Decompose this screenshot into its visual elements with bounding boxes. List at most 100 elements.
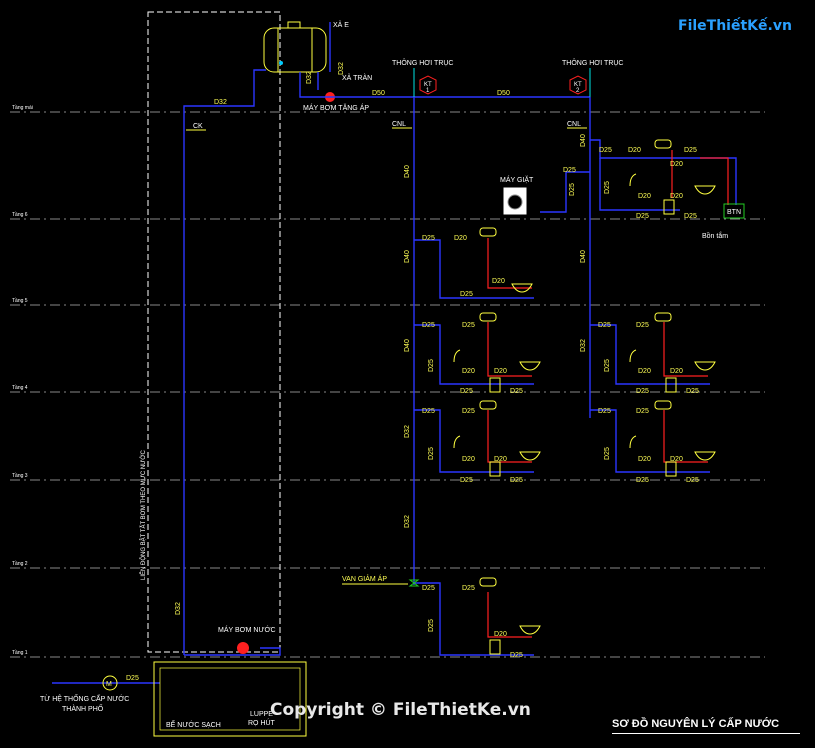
pipe-size: D20 [638,193,651,200]
pipe-size: D25 [462,585,475,592]
roof-tank [263,21,327,73]
bathtub-label: Bồn tắm [702,231,728,240]
shower-icon [629,435,637,449]
pipe-size: D20 [670,161,683,168]
toilet-icon [665,461,677,477]
pipe-size: D25 [460,477,473,484]
luppe-label: LUPPE [250,711,273,718]
pipe-size: D25 [598,322,611,329]
shower-icon [453,435,461,449]
pipe-size: D20 [494,631,507,638]
sink-icon [694,451,716,461]
cnl-label-2: CNL [567,121,581,128]
clean-water-tank-label: BỂ NƯỚC SẠCH [166,720,221,729]
pipe-size: D20 [670,456,683,463]
hot-water-pipes [487,150,729,638]
sink-icon [511,283,533,293]
city-supply-label: TỪ HỆ THỐNG CẤP NƯỚC [40,693,129,703]
pipe-size: D25 [599,147,612,154]
pipe-size: D25 [422,235,435,242]
vertical-note: LIÊN ĐỘNG BẬT TẮT BƠM THEO MỰC NƯỚC [139,450,147,580]
diagram-title: SƠ ĐỒ NGUYÊN LÝ CẤP NƯỚC [612,718,780,730]
pipe-size: D32 [214,99,227,106]
pipe-size: D25 [686,477,699,484]
kt2-marker [569,75,587,95]
strainer-label: RỌ HÚT [248,718,276,727]
pipe-size: D20 [638,368,651,375]
pipe-size: D25 [604,181,611,194]
sink-icon [694,361,716,371]
cnl-label-1: CNL [392,121,406,128]
city-label: THÀNH PHỐ [62,703,104,713]
pipe-size: D25 [510,388,523,395]
prv-valve-icon [408,579,420,587]
pipe-size: D25 [428,359,435,372]
level-label: Tầng 1 [12,650,28,656]
pipe-size: D25 [428,447,435,460]
pipe-size: D20 [670,193,683,200]
pipe-size: D32 [306,71,313,84]
pipe-size: D25 [428,619,435,632]
meter-label: M [106,681,112,688]
pipe-size: D25 [422,585,435,592]
prv-label: VAN GIẢM ÁP [342,574,387,583]
pipe-size: D25 [684,147,697,154]
pipe-size: D25 [636,213,649,220]
level-labels: Tầng mái Tầng 6 Tầng 5 Tầng 4 Tầng 3 Tần… [12,105,33,656]
toilet-icon [665,377,677,393]
level-label: Tầng 4 [12,385,28,391]
pipe-size: D32 [404,425,411,438]
level-label: Tầng 3 [12,473,28,479]
level-label: Tầng 6 [12,212,28,218]
water-heater-icon [479,577,497,587]
kt1-label: KT [424,82,432,88]
level-label: Tầng mái [12,105,33,111]
water-heater-icon [654,312,672,322]
toilet-icon [489,461,501,477]
pipe-size: D25 [563,167,576,174]
fixtures [453,139,716,655]
pipe-size: D20 [638,456,651,463]
supply-pipes [52,22,737,684]
pipe-size: D50 [497,90,510,97]
sink-icon [519,361,541,371]
pipe-size: D40 [404,339,411,352]
shower-icon [629,173,637,187]
pipe-size: D25 [604,447,611,460]
washing-machine-label: MÁY GIẶT [500,175,534,184]
pipe-size: D40 [580,134,587,147]
watermark-copyright: Copyright © FileThietKe.vn [270,700,531,720]
pipe-size: D20 [492,278,505,285]
sink-icon [519,451,541,461]
ck-label: CK [193,123,203,130]
pipe-size: D20 [494,456,507,463]
pipe-size: D25 [636,322,649,329]
shower-icon [629,349,637,363]
btn-box [723,203,745,219]
toilet-icon [663,199,675,215]
pipe-size: D40 [404,250,411,263]
water-pump-icon [237,642,249,654]
pipe-size: D40 [580,250,587,263]
level-lines [10,111,765,658]
pipe-size: D20 [494,368,507,375]
diagram-title-underline [612,733,800,734]
pipe-size: D25 [636,477,649,484]
pipe-size: D32 [580,339,587,352]
sink-icon [519,625,541,635]
pipe-size: D25 [422,408,435,415]
vent-label-2: THÔNG HƠI TRỤC [562,58,623,67]
water-heater-icon [479,227,497,237]
pipe-size: D20 [454,235,467,242]
pipe-size: D25 [686,388,699,395]
pipe-size: D25 [510,652,523,659]
watermark-logo-text: FileThiếtKế.vn [678,18,792,34]
pipe-size: D25 [126,675,139,682]
watermark-logo: FileThiếtKế.vn [678,14,792,42]
kt1-num: 1 [426,88,430,94]
vent-label-1: THÔNG HƠI TRỤC [392,58,453,67]
toilet-icon [489,377,501,393]
pipe-size: D20 [462,456,475,463]
kt1-marker [419,75,437,95]
